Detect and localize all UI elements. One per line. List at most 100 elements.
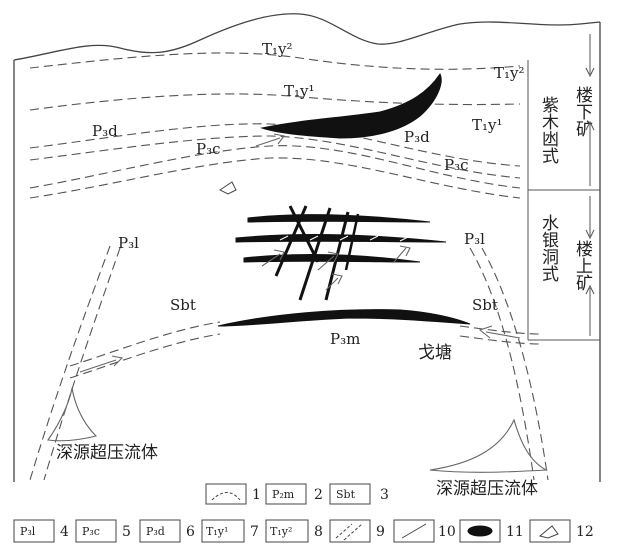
- range-arrow-lower: [585, 196, 595, 336]
- fault-right-a: [469, 247, 535, 481]
- legend-symbol-1: [211, 492, 241, 501]
- label-p3d-right: P₃d: [404, 128, 430, 146]
- label-upper-ore: 楼下矿: [572, 86, 593, 137]
- boundary-t1y1-p3d: [29, 93, 521, 111]
- fluid-plume-left: [47, 387, 98, 442]
- label-t1y1-right: T₁y¹: [472, 116, 503, 134]
- legend-num-7: 7: [250, 524, 259, 540]
- ore-body-main-lower: [217, 309, 471, 327]
- boundary-sbt-left-b: [69, 333, 221, 379]
- arrow-center-1: [261, 249, 285, 267]
- fracture-1: [288, 205, 320, 263]
- legend-box-6: [139, 519, 181, 543]
- label-sbt-right: Sbt: [472, 296, 498, 314]
- legend-num-5: 5: [122, 524, 131, 540]
- arrow-center-4: [325, 273, 343, 291]
- fault-right-b: [481, 247, 549, 481]
- legend: 1 P₂m 2 Sbt 3 P₃l 4 P₃c 5 P₃d 6 T₁y¹ 7 T…: [13, 483, 594, 543]
- label-getang: 戈塘: [418, 343, 452, 363]
- label-fluid-left: 深源超压流体: [56, 443, 158, 463]
- arrow-center-2: [317, 251, 339, 271]
- label-p3l-left: P₃l: [118, 234, 139, 252]
- legend-num-4: 4: [60, 524, 69, 540]
- ore-body-shuiyindong-1: [247, 214, 431, 223]
- arrow-center-3: [393, 245, 411, 263]
- legend-label-4: P₃l: [20, 525, 36, 538]
- hatch-3: [339, 235, 349, 241]
- stratum-labels: T₁y² T₁y² T₁y¹ T₁y¹ P₃d P₃d P₃c P₃c P₃l …: [92, 40, 525, 348]
- label-t1y1-center: T₁y¹: [284, 82, 315, 100]
- label-p3d-left: P₃d: [92, 122, 118, 140]
- ore-body-upper-lens: [260, 73, 442, 139]
- legend-num-3: 3: [380, 487, 389, 503]
- legend-box-8: [265, 519, 309, 543]
- legend-box-5: [75, 519, 117, 543]
- label-shuiyindong-style: 水银洞式: [538, 214, 559, 282]
- legend-box-11: [459, 519, 501, 543]
- deposit-type-panel: 紫木凼式 楼下矿 水银洞式 楼上矿: [527, 34, 600, 341]
- legend-num-8: 8: [314, 524, 323, 540]
- fracture-2: [274, 205, 308, 277]
- legend-label-2: P₂m: [272, 488, 295, 501]
- legend-num-10: 10: [438, 524, 456, 540]
- legend-symbol-12: [538, 525, 559, 539]
- label-t1y2-right: T₁y²: [494, 64, 525, 82]
- label-p3c-right: P₃c: [444, 156, 469, 174]
- arrow-left-sbt: [79, 355, 124, 373]
- legend-num-2: 2: [314, 487, 323, 503]
- legend-num-11: 11: [506, 524, 524, 540]
- place-labels: 戈塘 深源超压流体 深源超压流体: [56, 343, 538, 499]
- legend-box-9: [329, 519, 371, 543]
- ore-lens-hatching: [279, 235, 409, 242]
- label-lower-ore: 楼上矿: [572, 240, 593, 291]
- legend-num-1: 1: [252, 487, 261, 503]
- legend-label-3: Sbt: [336, 488, 356, 501]
- ore-bodies: [217, 73, 471, 327]
- stratum-boundaries: [29, 52, 549, 481]
- legend-label-6: P₃d: [146, 525, 165, 538]
- arrow-right-sbt: [478, 325, 521, 339]
- hatch-5: [399, 236, 409, 242]
- legend-label-7: T₁y¹: [206, 525, 228, 538]
- section-frame: [13, 13, 601, 482]
- legend-box-7: [201, 519, 245, 543]
- legend-symbol-9: [335, 523, 363, 541]
- legend-box-12: [529, 519, 571, 543]
- boundary-p3d-b: [29, 135, 521, 179]
- label-p3l-right: P₃l: [464, 230, 485, 248]
- legend-box-2: [265, 483, 307, 505]
- legend-box-4: [13, 519, 55, 543]
- fluid-arrows: [47, 133, 548, 473]
- terrain-profile: [13, 13, 601, 61]
- symbol-12-path: [219, 181, 237, 195]
- label-sbt-left: Sbt: [170, 296, 196, 314]
- fracture-5: [344, 213, 360, 271]
- boundary-t1y2-t1y1: [29, 52, 521, 70]
- legend-symbol-10: [401, 523, 427, 539]
- label-zimudang-style: 紫木凼式: [538, 96, 559, 164]
- hatch-2: [309, 235, 319, 241]
- label-t1y2-top: T₁y²: [262, 40, 293, 58]
- boundary-sbt-right-b: [459, 335, 541, 345]
- label-p3m: P₃m: [330, 330, 360, 348]
- fluid-plume-right: [429, 418, 548, 473]
- hatch-1: [279, 235, 289, 241]
- boundary-sbt-left: [69, 321, 221, 367]
- legend-label-5: P₃c: [82, 525, 100, 538]
- symbol-12-instance: [219, 181, 237, 195]
- legend-num-6: 6: [186, 524, 195, 540]
- label-p3c-left: P₃c: [196, 140, 221, 158]
- boundary-p3c-b: [29, 157, 521, 199]
- legend-box-1: [205, 483, 247, 505]
- legend-box-3: [329, 483, 371, 505]
- label-fluid-right: 深源超压流体: [436, 479, 538, 499]
- legend-symbol-11: [467, 525, 493, 537]
- legend-label-8: T₁y²: [270, 525, 292, 538]
- range-arrows: [585, 34, 595, 336]
- boundary-p3c-a: [29, 145, 521, 189]
- boundary-p3d-a: [29, 123, 521, 167]
- legend-num-12: 12: [576, 524, 594, 540]
- fracture-3: [298, 207, 332, 301]
- fault-left-a: [29, 245, 111, 481]
